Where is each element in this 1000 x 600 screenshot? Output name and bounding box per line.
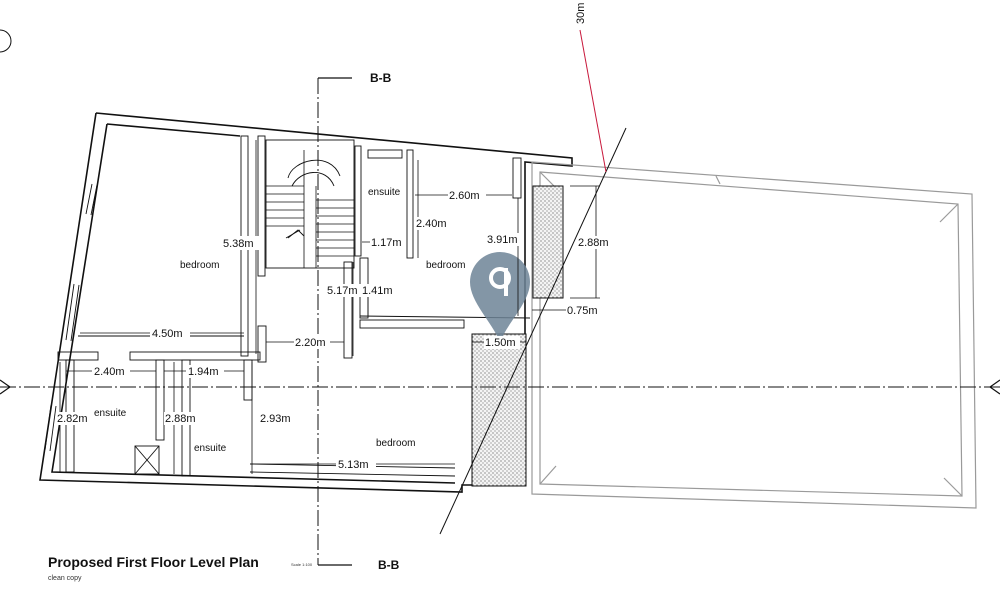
scale-note: Scale 1:100 bbox=[291, 562, 313, 567]
dim-label: 0.75m bbox=[567, 305, 598, 317]
section-mark-top: B-B bbox=[370, 71, 392, 85]
dimension-labels: 5.38m 2.60m 2.40m 1.17m 3.91m 2.88m 5.17… bbox=[56, 189, 615, 471]
room-label-bedroom-bottom: bedroom bbox=[376, 438, 415, 449]
balcony-lower bbox=[471, 333, 527, 487]
dim-label: 4.50m bbox=[152, 328, 183, 340]
angle-accent-line bbox=[579, 29, 607, 173]
section-line bbox=[317, 77, 352, 566]
dim-label: 1.50m bbox=[485, 337, 516, 349]
dim-label: 5.13m bbox=[338, 459, 369, 471]
terrace-outline bbox=[531, 161, 977, 509]
angle-label: 30m bbox=[575, 3, 587, 24]
arrow-right-icon bbox=[988, 379, 1000, 395]
shower-tray bbox=[134, 445, 160, 475]
dim-label: 2.88m bbox=[165, 413, 196, 425]
room-label-bedroom-left: bedroom bbox=[180, 260, 219, 271]
section-mark-bottom: B-B bbox=[378, 558, 400, 572]
dim-label: 5.38m bbox=[223, 238, 254, 250]
dim-label: 5.17m bbox=[327, 285, 358, 297]
dim-label: 1.94m bbox=[188, 366, 219, 378]
staircase bbox=[265, 139, 355, 269]
dim-label: 2.82m bbox=[57, 413, 88, 425]
dim-label: 1.17m bbox=[371, 237, 402, 249]
window-marks bbox=[44, 183, 98, 452]
arrow-left-icon bbox=[0, 379, 12, 395]
dim-label: 2.60m bbox=[449, 190, 480, 202]
room-label-ensuite-top: ensuite bbox=[368, 187, 401, 198]
dim-label: 3.91m bbox=[487, 234, 518, 246]
angle-line bbox=[439, 127, 627, 535]
dim-label: 2.20m bbox=[295, 337, 326, 349]
room-label-ensuite-bottom-left: ensuite bbox=[94, 408, 127, 419]
plan-subtitle: clean copy bbox=[48, 575, 82, 582]
room-label-ensuite-bottom-mid: ensuite bbox=[194, 443, 227, 454]
room-label-bedroom-right: bedroom bbox=[426, 260, 465, 271]
dim-label: 1.41m bbox=[362, 285, 393, 297]
compass-arc bbox=[0, 29, 12, 53]
dim-label: 2.93m bbox=[260, 413, 291, 425]
dim-label: 2.88m bbox=[578, 237, 609, 249]
dim-label: 2.40m bbox=[94, 366, 125, 378]
location-pin-icon bbox=[470, 252, 530, 342]
dim-label: 2.40m bbox=[416, 218, 447, 230]
balcony-upper bbox=[532, 185, 564, 299]
plan-title: Proposed First Floor Level Plan bbox=[48, 554, 259, 570]
